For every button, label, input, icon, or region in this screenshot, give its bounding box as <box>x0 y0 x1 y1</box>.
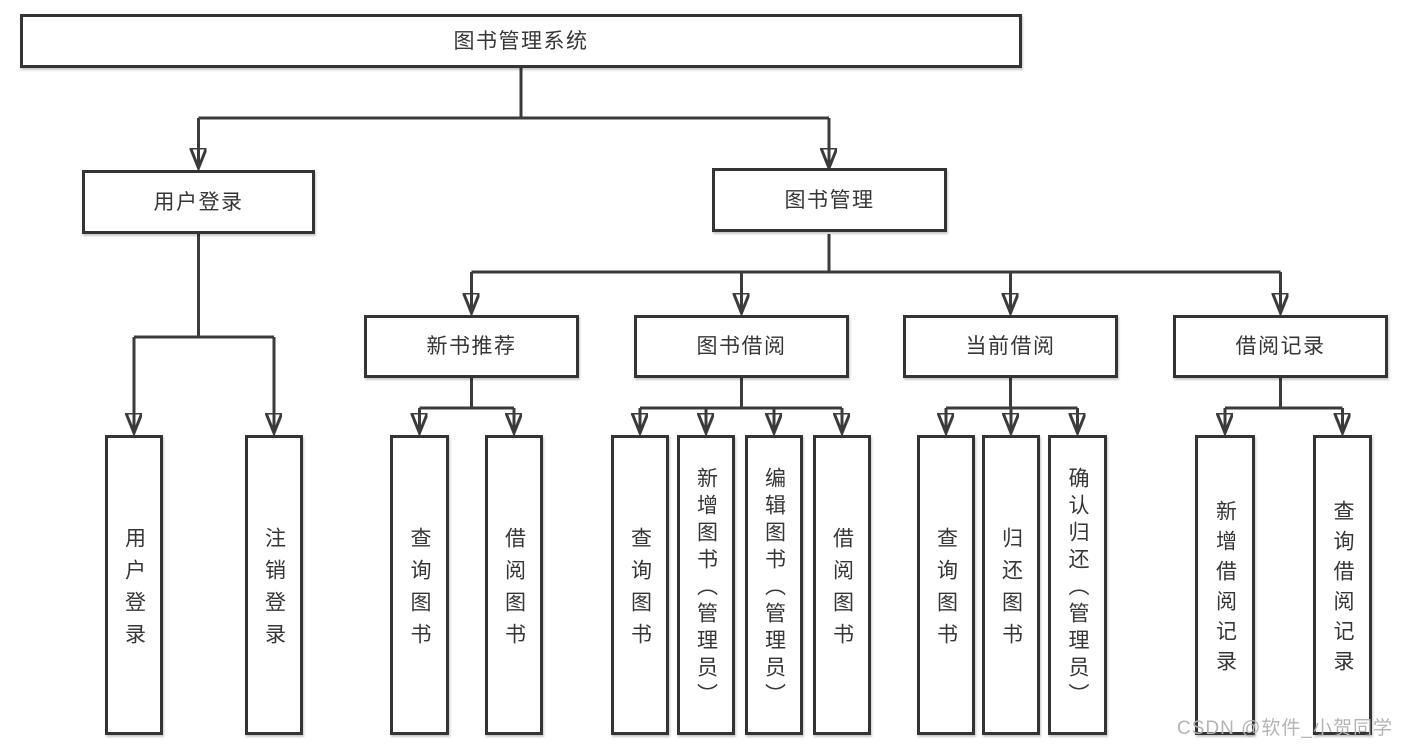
leaf-borrow-books-recommend-label: 借阅图书 <box>502 526 526 655</box>
leaf-confirm-return-admin: 确认归还（管理员） <box>1048 435 1107 735</box>
leaf-query-books-borrowing: 查询图书 <box>611 435 669 735</box>
node-borrowing-records: 借阅记录 <box>1173 315 1388 378</box>
leaf-return-books-label: 归还图书 <box>999 526 1023 655</box>
leaf-borrow-books-borrowing-label: 借阅图书 <box>830 526 854 655</box>
leaf-borrow-books-recommend: 借阅图书 <box>485 435 543 735</box>
node-current-borrowing: 当前借阅 <box>903 315 1118 378</box>
leaf-edit-books-admin: 编辑图书（管理员） <box>745 435 803 735</box>
node-book-management-label: 图书管理 <box>784 188 875 212</box>
node-new-book-recommend: 新书推荐 <box>364 315 579 378</box>
leaf-query-borrow-record-label: 查询借阅记录 <box>1331 499 1354 680</box>
leaf-confirm-return-admin-label: 确认归还（管理员） <box>1066 466 1089 710</box>
node-user-login-label: 用户登录 <box>153 190 244 214</box>
leaf-user-login-label: 用户登录 <box>122 526 146 655</box>
node-library-system-label: 图书管理系统 <box>453 29 589 53</box>
leaf-borrow-books-borrowing: 借阅图书 <box>813 435 871 735</box>
node-borrowing-records-label: 借阅记录 <box>1235 335 1326 358</box>
node-current-borrowing-label: 当前借阅 <box>965 335 1056 358</box>
leaf-query-books-current: 查询图书 <box>917 435 975 735</box>
leaf-return-books: 归还图书 <box>982 435 1040 735</box>
node-user-login: 用户登录 <box>82 170 315 234</box>
leaf-query-borrow-record: 查询借阅记录 <box>1313 435 1372 735</box>
leaf-add-books-admin: 新增图书（管理员） <box>677 435 735 735</box>
leaf-add-books-admin-label: 新增图书（管理员） <box>694 466 718 710</box>
node-new-book-recommend-label: 新书推荐 <box>426 335 517 358</box>
leaf-logout-label: 注销登录 <box>262 526 286 655</box>
node-book-borrowing-label: 图书借阅 <box>696 335 787 358</box>
leaf-query-books-recommend-label: 查询图书 <box>408 526 431 655</box>
leaf-query-books-current-label: 查询图书 <box>934 526 958 655</box>
leaf-user-login: 用户登录 <box>105 435 163 735</box>
node-book-management: 图书管理 <box>712 168 947 232</box>
leaf-query-books-recommend: 查询图书 <box>390 435 449 735</box>
leaf-logout: 注销登录 <box>245 435 303 735</box>
node-book-borrowing: 图书借阅 <box>634 315 849 378</box>
csdn-watermark: CSDN @软件_小贺同学 <box>1177 718 1393 739</box>
leaf-add-borrow-record-label: 新增借阅记录 <box>1213 499 1237 680</box>
leaf-query-books-borrowing-label: 查询图书 <box>628 526 652 655</box>
leaf-edit-books-admin-label: 编辑图书（管理员） <box>762 466 786 710</box>
leaf-add-borrow-record: 新增借阅记录 <box>1195 435 1255 735</box>
node-library-system: 图书管理系统 <box>20 14 1022 68</box>
